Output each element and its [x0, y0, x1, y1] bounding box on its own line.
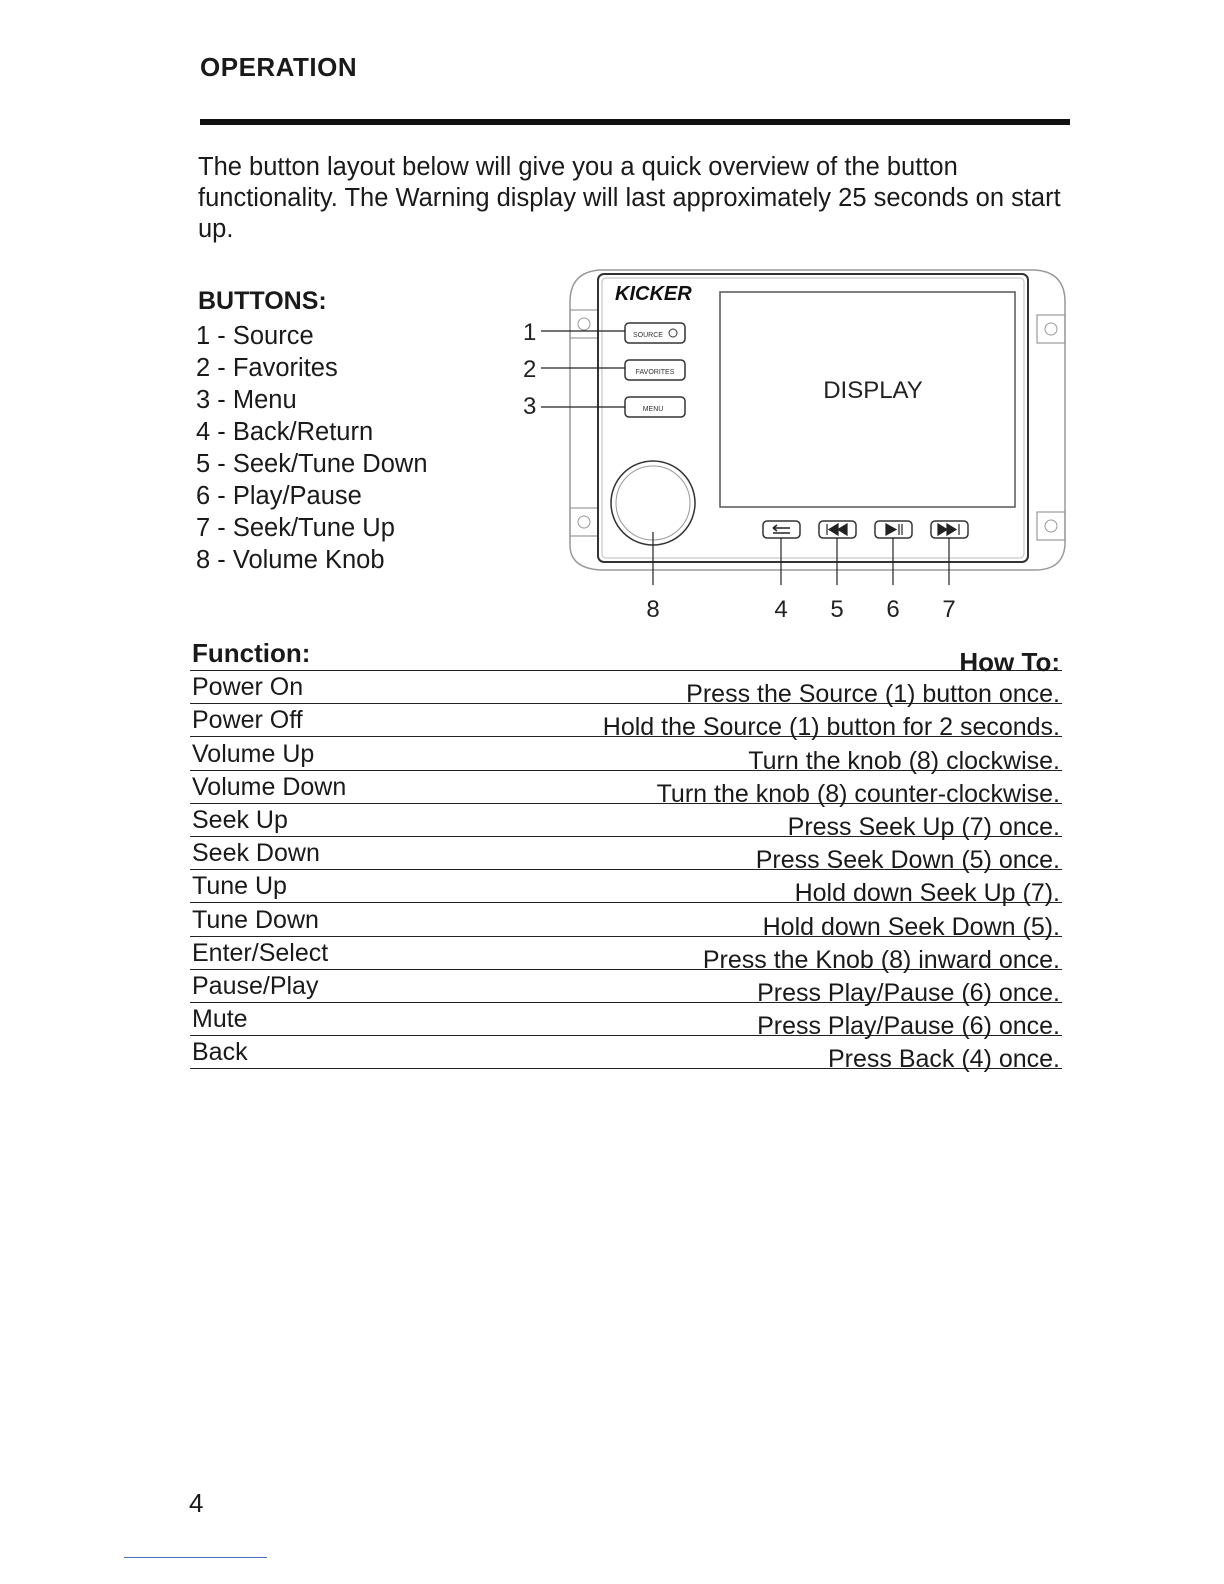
table-row: Pause/Play Press Play/Pause (6) once. — [190, 970, 1062, 1007]
intro-paragraph: The button layout below will give you a … — [198, 153, 1061, 243]
howto-header: How To: — [959, 647, 1060, 677]
buttons-list: 1 - Source 2 - Favorites 3 - Menu 4 - Ba… — [196, 320, 428, 576]
mount-hole-icon — [1044, 519, 1058, 533]
callout-4: 4 — [774, 596, 787, 623]
display-label: DISPLAY — [823, 377, 923, 404]
howto-cell: Turn the knob (8) counter-clockwise. — [656, 779, 1060, 808]
display-screen — [719, 291, 1016, 508]
function-cell: Back — [192, 1038, 248, 1067]
function-header: Function: — [192, 638, 311, 668]
table-row: Tune Down Hold down Seek Down (5). — [190, 903, 1062, 941]
table-row: Power Off Hold the Source (1) button for… — [190, 704, 1062, 741]
table-row: Power On Press the Source (1) button onc… — [190, 671, 1062, 708]
table-row: Enter/Select Press the Knob (8) inward o… — [190, 937, 1062, 974]
footer-line — [124, 1557, 267, 1558]
howto-cell: Turn the knob (8) clockwise. — [748, 746, 1060, 775]
function-cell: Seek Up — [192, 805, 288, 834]
table-row: Back Press Back (4) once. — [190, 1036, 1062, 1073]
howto-cell: Hold down Seek Down (5). — [762, 912, 1060, 941]
mount-ear-top-right — [1036, 314, 1066, 344]
section-title: OPERATION — [200, 52, 358, 82]
howto-cell: Press Seek Up (7) once. — [787, 812, 1060, 841]
button-item: 7 - Seek/Tune Up — [196, 514, 395, 542]
table-row: Seek Up Press Seek Up (7) once. — [190, 804, 1062, 841]
function-cell: Power Off — [192, 706, 303, 735]
mount-ear-top-left — [569, 309, 599, 339]
function-cell: Mute — [192, 1005, 248, 1034]
face-plate — [597, 273, 1029, 563]
seek-forward-icon — [937, 522, 960, 537]
function-cell: Seek Down — [192, 839, 320, 868]
table-header-row: Function: How To: — [190, 638, 1062, 677]
table-row: Volume Up Turn the knob (8) clockwise. — [190, 737, 1062, 775]
mount-hole-icon — [577, 515, 591, 529]
power-icon — [668, 328, 678, 338]
callout-8: 8 — [646, 596, 659, 623]
mount-ear-bottom-left — [569, 507, 599, 537]
howto-cell: Press Play/Pause (6) once. — [757, 978, 1060, 1007]
mount-ear-bottom-right — [1036, 511, 1066, 541]
button-item: 4 - Back/Return — [196, 418, 374, 446]
button-item: 5 - Seek/Tune Down — [196, 450, 428, 478]
callout-6: 6 — [886, 596, 899, 623]
function-cell: Volume Down — [192, 772, 347, 801]
howto-cell: Press the Source (1) button once. — [686, 680, 1060, 709]
howto-cell: Hold the Source (1) button for 2 seconds… — [602, 713, 1060, 742]
howto-cell: Hold down Seek Up (7). — [794, 879, 1060, 908]
function-cell: Volume Up — [192, 739, 315, 768]
function-table: Function: How To: Power On Press the Sou… — [190, 638, 1062, 1073]
howto-cell: Press the Knob (8) inward once. — [702, 945, 1060, 974]
howto-cell: Press Play/Pause (6) once. — [757, 1012, 1060, 1041]
section-rule — [200, 119, 1070, 125]
favorites-button-label: FAVORITES — [636, 369, 675, 376]
callout-3: 3 — [523, 393, 536, 420]
button-item: 1 - Source — [196, 322, 314, 350]
callout-5: 5 — [830, 596, 843, 623]
button-item: 8 - Volume Knob — [196, 546, 385, 574]
back-arrow-icon — [772, 524, 790, 534]
page-number: 4 — [189, 1488, 204, 1518]
howto-cell: Press Back (4) once. — [827, 1045, 1060, 1074]
function-cell: Enter/Select — [192, 938, 329, 967]
play-pause-icon — [885, 522, 903, 537]
menu-button-label: MENU — [643, 406, 664, 413]
table-row: Mute Press Play/Pause (6) once. — [190, 1003, 1062, 1040]
callout-1: 1 — [523, 319, 536, 346]
device-diagram: KICKER DISPLAY SOURCE FAVORITES MENU 1 2… — [523, 269, 1066, 623]
function-cell: Tune Up — [192, 872, 287, 901]
brand-logo: KICKER — [615, 283, 692, 305]
buttons-title: BUTTONS: — [198, 287, 327, 315]
mount-hole-icon — [1044, 322, 1058, 336]
mount-hole-icon — [577, 317, 591, 331]
back-button — [762, 520, 801, 539]
seek-back-icon — [826, 522, 848, 537]
callout-2: 2 — [523, 356, 536, 383]
source-button-label: SOURCE — [633, 332, 663, 339]
callout-7: 7 — [942, 596, 955, 623]
table-row: Tune Up Hold down Seek Up (7). — [190, 870, 1062, 907]
table-row: Seek Down Press Seek Down (5) once. — [190, 837, 1062, 874]
function-cell: Tune Down — [192, 905, 319, 934]
howto-cell: Press Seek Down (5) once. — [755, 846, 1060, 875]
housing-outline — [569, 269, 1066, 571]
function-cell: Pause/Play — [192, 971, 319, 1000]
button-item: 3 - Menu — [196, 386, 297, 414]
table-row: Volume Down Turn the knob (8) counter-cl… — [190, 771, 1062, 808]
button-item: 6 - Play/Pause — [196, 482, 362, 510]
function-cell: Power On — [192, 673, 304, 702]
favorites-button — [624, 359, 686, 381]
source-button — [624, 322, 686, 344]
button-item: 2 - Favorites — [196, 354, 338, 382]
